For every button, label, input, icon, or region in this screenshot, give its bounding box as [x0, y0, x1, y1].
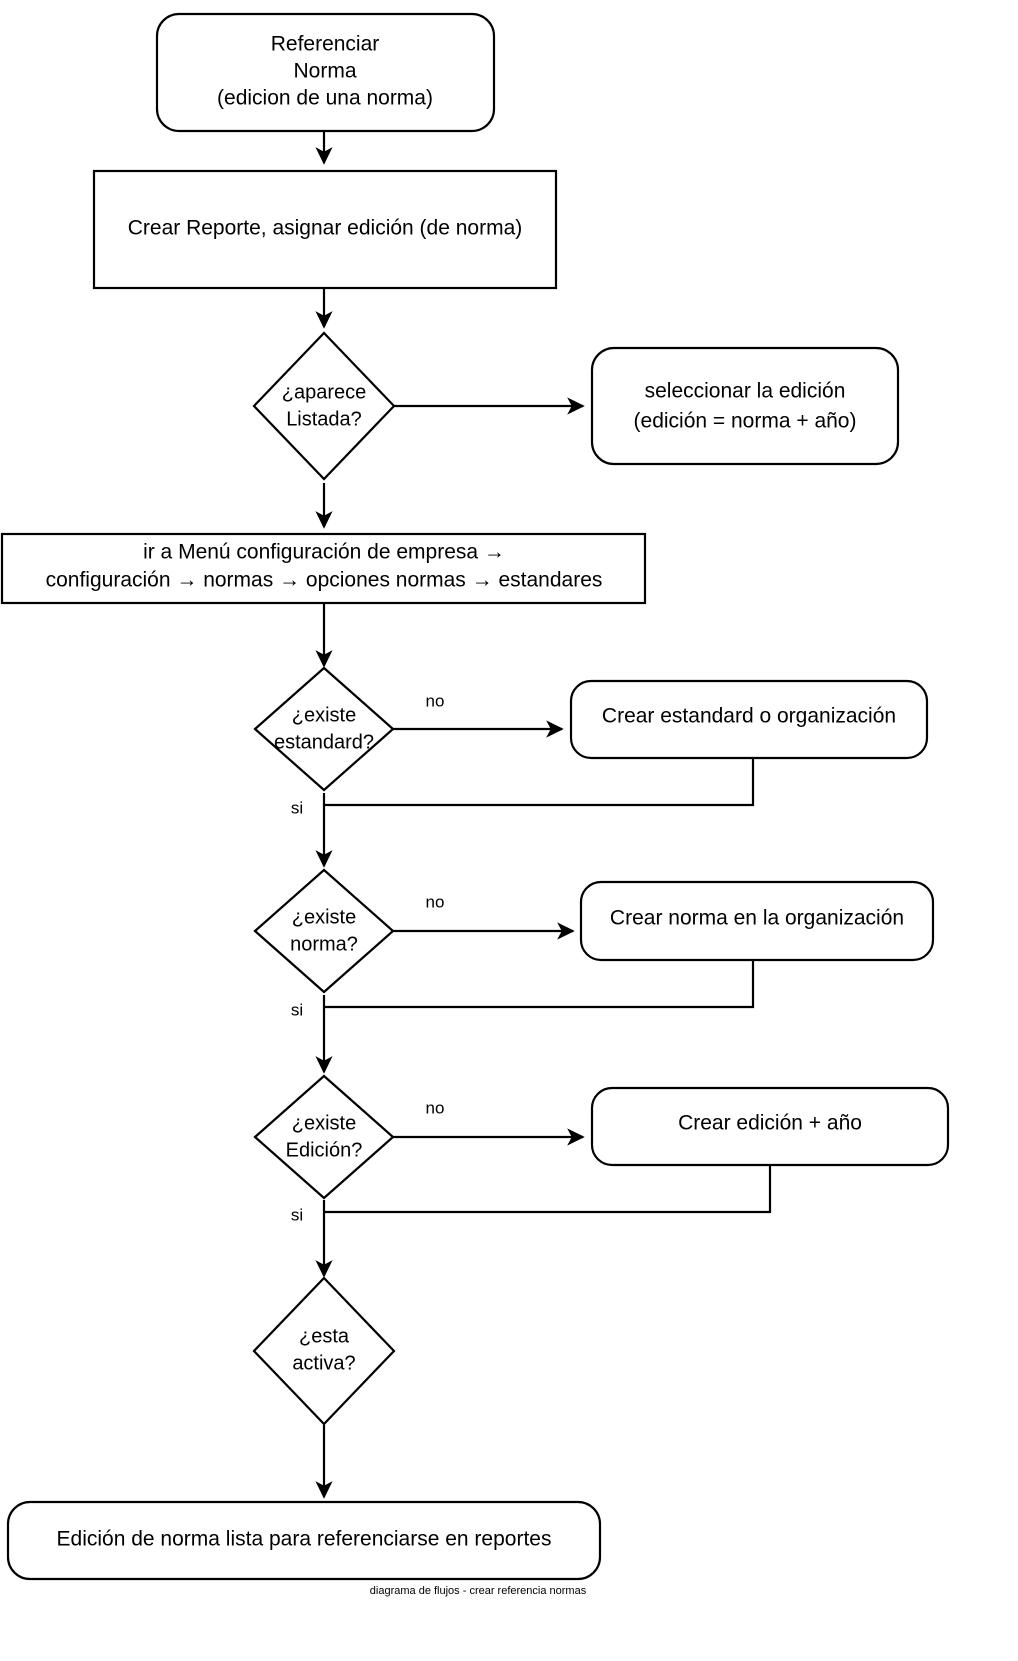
- node-existe-norma-shape: [253, 868, 395, 994]
- node-start-line-2: Norma: [293, 60, 356, 83]
- edge-crear-edicion-return: [324, 1165, 772, 1214]
- node-existe-norma-line-1: ¿existe: [292, 906, 356, 928]
- node-crear-estandard-line-1: Crear estandard o organización: [602, 705, 896, 728]
- node-aparece-listada[interactable]: ¿aparece Listada?: [252, 331, 396, 481]
- node-start[interactable]: Referenciar Norma (edicion de una norma): [155, 12, 496, 133]
- node-aparece-listada-line-1: ¿aparece: [282, 381, 367, 403]
- edge-label-norma-no: no: [426, 892, 445, 911]
- node-ir-a-menu[interactable]: ir a Menú configuración de empresa → con…: [0, 532, 647, 605]
- node-existe-edicion-line-2: Edición?: [286, 1139, 363, 1161]
- edge-label-estandard-si: si: [291, 798, 303, 817]
- node-crear-norma-shape: [579, 880, 935, 962]
- node-existe-estandard-shape: [253, 666, 395, 792]
- node-existe-estandard[interactable]: ¿existe estandard? no si: [253, 666, 445, 817]
- edge-crear-estandard-return: [324, 758, 755, 807]
- node-esta-activa-line-1: ¿esta: [299, 1325, 350, 1347]
- node-seleccionar-edicion[interactable]: seleccionar la edición (edición = norma …: [590, 346, 900, 466]
- node-existe-estandard-line-2: estandard?: [274, 731, 374, 753]
- node-ir-a-menu-shape: [0, 532, 647, 605]
- node-seleccionar-edicion-line-2: (edición = norma + año): [634, 410, 857, 433]
- node-existe-edicion[interactable]: ¿existe Edición? no si: [253, 1074, 445, 1224]
- node-crear-norma-line-1: Crear norma en la organización: [610, 907, 904, 930]
- node-final[interactable]: Edición de norma lista para referenciars…: [6, 1500, 602, 1581]
- node-crear-edicion-shape: [590, 1086, 950, 1167]
- node-crear-estandard-shape: [569, 679, 929, 760]
- node-crear-reporte-line-1: Crear Reporte, asignar edición (de norma…: [128, 217, 523, 240]
- node-ir-a-menu-line-2: configuración → normas → opciones normas…: [46, 569, 603, 592]
- edge-label-estandard-no: no: [426, 691, 445, 710]
- node-crear-norma[interactable]: Crear norma en la organización: [579, 880, 935, 962]
- node-existe-edicion-line-1: ¿existe: [292, 1112, 356, 1134]
- node-seleccionar-edicion-shape: [590, 346, 900, 466]
- node-esta-activa-line-2: activa?: [292, 1352, 355, 1374]
- edge-label-norma-si: si: [291, 1000, 303, 1019]
- node-existe-norma-line-2: norma?: [290, 933, 358, 955]
- node-start-line-1: Referenciar: [271, 33, 380, 56]
- edge-crear-norma-return: [324, 960, 755, 1009]
- node-existe-edicion-shape: [253, 1074, 395, 1200]
- node-final-line-1: Edición de norma lista para referenciars…: [57, 1528, 552, 1551]
- node-crear-edicion[interactable]: Crear edición + año: [590, 1086, 950, 1167]
- node-aparece-listada-line-2: Listada?: [286, 408, 362, 430]
- node-crear-reporte[interactable]: Crear Reporte, asignar edición (de norma…: [92, 169, 558, 290]
- node-crear-reporte-shape: [92, 169, 558, 290]
- diagram-caption: diagrama de flujos - crear referencia no…: [370, 1585, 587, 1597]
- node-esta-activa[interactable]: ¿esta activa?: [252, 1276, 396, 1426]
- node-crear-estandard[interactable]: Crear estandard o organización: [569, 679, 929, 760]
- node-final-shape: [6, 1500, 602, 1581]
- edge-label-edicion-si: si: [291, 1205, 303, 1224]
- node-start-line-3: (edicion de una norma): [217, 87, 433, 110]
- node-existe-estandard-line-1: ¿existe: [292, 704, 356, 726]
- node-start-shape: [155, 12, 496, 133]
- node-existe-norma[interactable]: ¿existe norma? no si: [253, 868, 445, 1019]
- node-seleccionar-edicion-line-1: seleccionar la edición: [645, 380, 846, 403]
- node-aparece-listada-shape: [252, 331, 396, 481]
- node-ir-a-menu-line-1: ir a Menú configuración de empresa →: [143, 541, 505, 564]
- connectors: [315, 131, 772, 1499]
- edge-label-edicion-no: no: [426, 1098, 445, 1117]
- node-esta-activa-shape: [252, 1276, 396, 1426]
- node-crear-edicion-line-1: Crear edición + año: [678, 1112, 862, 1135]
